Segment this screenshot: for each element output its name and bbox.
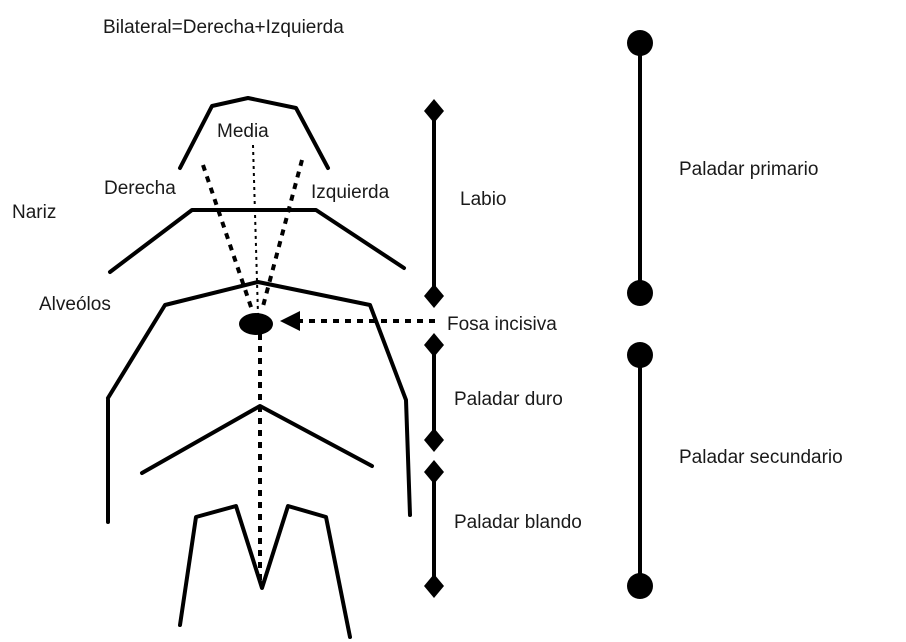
- label-paladar-secundario: Paladar secundario: [679, 447, 843, 468]
- label-derecha: Derecha: [104, 178, 176, 199]
- diamond-marker-icon: [424, 460, 444, 484]
- circle-marker-icon: [627, 342, 653, 368]
- incisive-foramen: [239, 313, 273, 335]
- median-line: [252, 144, 259, 316]
- diagram-title: Bilateral=Derecha+Izquierda: [103, 17, 344, 38]
- arrowhead-icon: [280, 311, 300, 331]
- diamond-marker-icon: [424, 574, 444, 598]
- diamond-marker-icon: [424, 333, 444, 357]
- label-paladar-blando: Paladar blando: [454, 512, 582, 533]
- hard-soft-junction: [140, 404, 374, 475]
- left-cleft-line: [260, 159, 304, 311]
- circle-marker-icon: [627, 280, 653, 306]
- label-media: Media: [217, 121, 269, 142]
- nose-base-line: [108, 208, 406, 274]
- upper-lip-arch: [178, 96, 330, 170]
- label-nariz: Nariz: [12, 202, 56, 223]
- diamond-marker-icon: [424, 99, 444, 123]
- right-cleft-line: [201, 164, 254, 311]
- diamond-marker-icon: [424, 428, 444, 452]
- diamond-marker-icon: [424, 284, 444, 308]
- label-paladar-primario: Paladar primario: [679, 159, 818, 180]
- label-alveolos: Alveólos: [39, 294, 111, 315]
- label-izquierda: Izquierda: [311, 182, 390, 203]
- alveolar-arch: [106, 280, 412, 517]
- circle-marker-icon: [627, 573, 653, 599]
- label-fosa-incisiva: Fosa incisiva: [447, 314, 557, 335]
- circle-marker-icon: [627, 30, 653, 56]
- soft-palate-outline: [178, 504, 352, 639]
- label-labio: Labio: [460, 189, 507, 210]
- label-paladar-duro: Paladar duro: [454, 389, 563, 410]
